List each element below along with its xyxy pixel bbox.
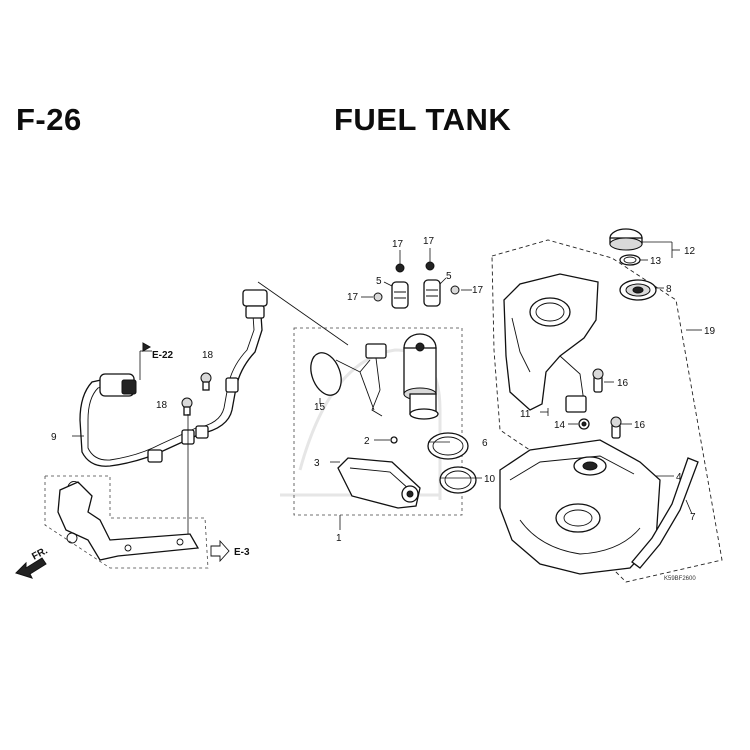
callout-16-lower: 16 — [634, 420, 646, 431]
bolt-18-upper — [200, 372, 212, 391]
tank-assembly-outline — [491, 239, 723, 583]
callout-13: 13 — [650, 256, 662, 267]
leader-lines-mounts — [361, 248, 472, 298]
filler-neck-seal — [619, 279, 657, 301]
reference-e3: E-3 — [234, 547, 250, 558]
fuel-pump-filter — [337, 457, 421, 509]
reference-arrow-e3 — [210, 539, 230, 563]
callout-17-left: 17 — [347, 292, 359, 303]
bolt-16-lower — [610, 416, 622, 439]
callout-18-upper: 18 — [202, 350, 214, 361]
callout-5-right: 5 — [446, 271, 452, 282]
callout-18-lower: 18 — [156, 400, 168, 411]
callout-6: 6 — [482, 438, 488, 449]
hose-connector-top — [242, 289, 268, 307]
breather-hose — [631, 457, 699, 569]
fuel-pump-body — [403, 333, 439, 420]
fuel-cap — [609, 228, 643, 251]
pump-gasket — [427, 432, 469, 460]
callout-17-top-left: 17 — [392, 239, 404, 250]
callout-11: 11 — [520, 409, 531, 420]
callout-1: 1 — [336, 533, 342, 544]
fuel-hose-assembly — [79, 289, 268, 467]
callout-17-right: 17 — [472, 285, 484, 296]
catalog-code: K59BF2600 — [664, 576, 696, 582]
filter-clip — [390, 436, 398, 444]
fuel-level-float — [310, 352, 375, 411]
callout-3: 3 — [314, 458, 320, 469]
fuel-pump-box — [293, 327, 463, 516]
callout-17-top-right: 17 — [423, 236, 435, 247]
callout-10: 10 — [484, 474, 496, 485]
callout-9: 9 — [51, 432, 57, 443]
callout-2: 2 — [364, 436, 370, 447]
page-title: FUEL TANK — [334, 102, 512, 137]
section-code: F-26 — [16, 102, 82, 137]
reference-marker-e22 — [142, 342, 152, 352]
callout-4: 4 — [676, 472, 682, 483]
mount-rubber-right — [423, 261, 460, 307]
callout-16-upper: 16 — [617, 378, 629, 389]
callout-19: 19 — [704, 326, 716, 337]
cap-gasket — [619, 254, 641, 266]
bolt-18-lower — [181, 397, 193, 416]
reference-e22: E-22 — [152, 350, 174, 361]
leader-lines-right — [319, 241, 702, 530]
front-arrow-icon — [15, 557, 47, 579]
pump-wire-connector — [365, 343, 387, 417]
pump-setting-plate — [439, 466, 477, 494]
callout-15: 15 — [314, 402, 326, 413]
leader-lines-left — [72, 281, 349, 534]
callout-12: 12 — [684, 246, 696, 257]
callout-14: 14 — [554, 420, 566, 431]
callout-7: 7 — [690, 512, 696, 523]
frame-bracket — [44, 475, 209, 569]
fuel-tank-body — [499, 439, 661, 575]
callout-5-left: 5 — [376, 276, 382, 287]
nut-14 — [578, 418, 590, 430]
callout-8: 8 — [666, 284, 672, 295]
front-direction-label: FR. — [30, 545, 50, 562]
bolt-16-upper — [592, 368, 604, 393]
hose-clamp — [147, 449, 163, 463]
tank-upper-cover — [503, 273, 599, 413]
